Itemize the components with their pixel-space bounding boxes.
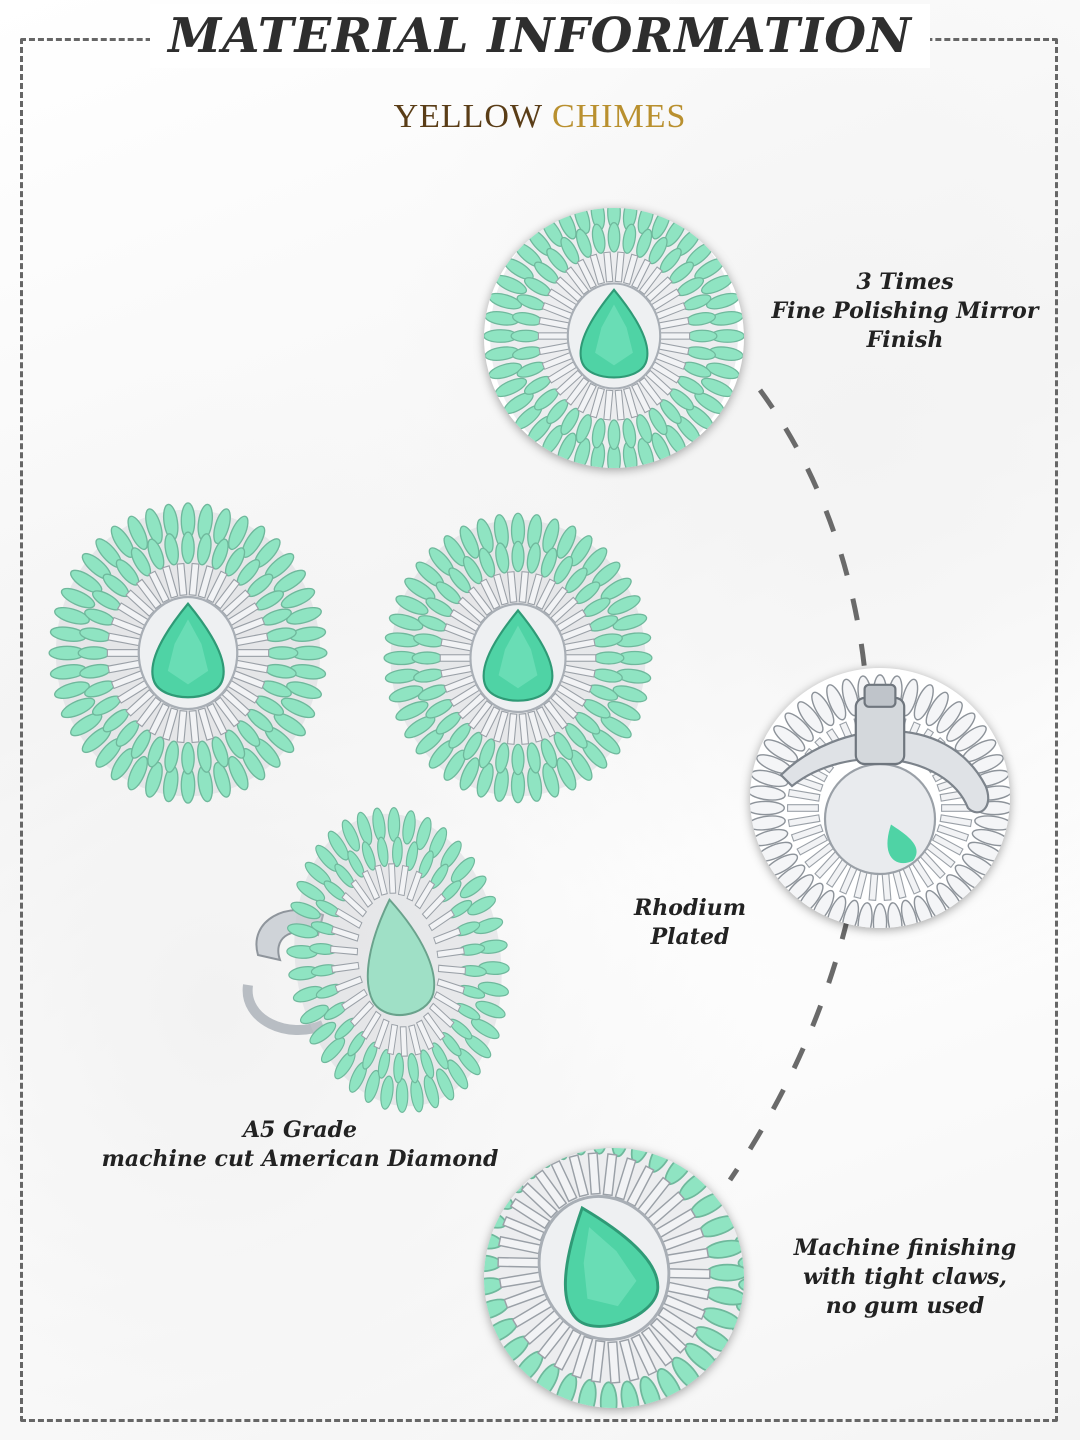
- closeup-back-image: [750, 668, 1010, 928]
- page-title: MATERIAL INFORMATION: [150, 4, 930, 68]
- finishing-line2: with tight claws,: [803, 1264, 1007, 1290]
- earring-image: [383, 512, 653, 804]
- polish-line3: Finish: [866, 327, 944, 353]
- plating-line2: Plated: [650, 924, 730, 950]
- finishing-line3: no gum used: [825, 1293, 985, 1319]
- polish-line1: 3 Times: [856, 269, 954, 295]
- title-bar: MATERIAL INFORMATION: [0, 4, 1080, 68]
- ring-image: [242, 807, 510, 1113]
- stones-line1: A5 Grade: [242, 1117, 358, 1143]
- plating-line1: Rhodium: [634, 895, 746, 921]
- brand-logo: YELLOW CHIMES: [0, 98, 1080, 136]
- polish-label: 3 Times Fine Polishing Mirror Finish: [760, 268, 1050, 355]
- earring-image: [48, 502, 328, 804]
- brand-word-2: CHIMES: [551, 98, 687, 135]
- stones-line2: machine cut American Diamond: [101, 1146, 499, 1172]
- finishing-label: Machine finishing with tight claws, no g…: [755, 1234, 1055, 1321]
- finishing-line1: Machine finishing: [793, 1235, 1017, 1261]
- polish-line2: Fine Polishing Mirror: [771, 298, 1039, 324]
- stones-label: A5 Grade machine cut American Diamond: [60, 1116, 540, 1174]
- brand-word-1: YELLOW: [393, 98, 552, 135]
- closeup-front-image: [484, 208, 744, 468]
- closeup-ring-image: [484, 1148, 744, 1408]
- plating-label: Rhodium Plated: [590, 894, 790, 952]
